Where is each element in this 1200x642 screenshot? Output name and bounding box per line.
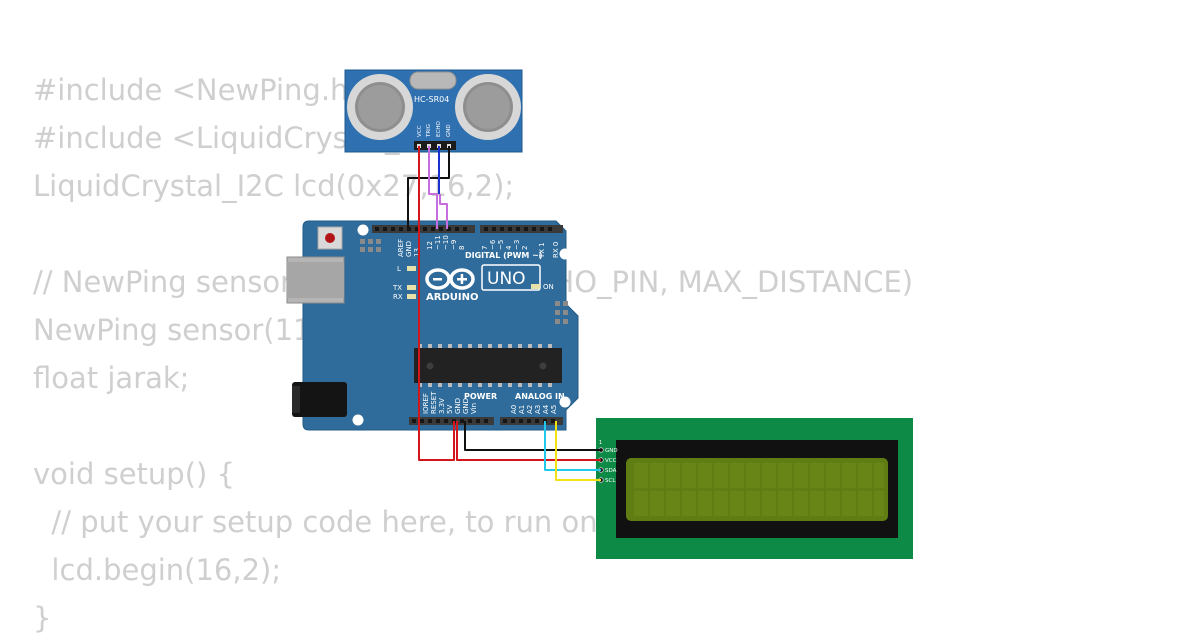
- rx-led: [407, 294, 416, 299]
- code-line: #include <NewPing.h>: [33, 73, 373, 107]
- pin-label-10: ~10: [442, 235, 450, 250]
- lcd-character-cells: [634, 463, 884, 516]
- pin-label-a4: A4: [542, 404, 550, 414]
- code-line: void setup() {: [33, 457, 235, 491]
- mounting-hole: [559, 396, 571, 408]
- mounting-hole: [357, 224, 369, 236]
- wire-lcd-scl[interactable]: [555, 421, 601, 481]
- pin-label-a2: A2: [526, 405, 534, 414]
- transducer-left: [347, 74, 413, 140]
- code-line: }: [33, 601, 52, 635]
- pin-label-ioref: IOREF: [422, 393, 430, 414]
- pin-label-4: 4: [505, 245, 513, 250]
- rx-led-label: RX: [393, 293, 403, 301]
- sensor-pin-gnd: GND: [446, 124, 452, 137]
- pin-label-5: ~5: [497, 240, 505, 250]
- l-led-label: L: [397, 265, 401, 273]
- mounting-hole: [559, 248, 571, 260]
- arduino-board[interactable]: AREF GND 13 12 ~11 ~10 ~9 8 7 ~6 ~5 4 ~3…: [286, 220, 579, 431]
- code-line: float jarak;: [33, 361, 190, 395]
- wire-sensor-echo-ext[interactable]: [439, 194, 448, 229]
- tx-led-label: TX: [392, 284, 402, 292]
- pin-label-a5: A5: [550, 405, 558, 414]
- crystal-oscillator: [409, 71, 457, 90]
- pin-label-5v: 5V: [446, 405, 454, 414]
- digital-header: [372, 225, 563, 233]
- pin-label-a3: A3: [534, 405, 542, 414]
- lcd-display[interactable]: 1 GND VCC SDA SCL: [596, 418, 913, 559]
- arduino-model: UNO: [487, 269, 526, 289]
- sensor-pin-trig: TRIG: [426, 124, 432, 138]
- pin-label-12: 12: [426, 241, 434, 250]
- pin-label-a0: A0: [510, 405, 518, 414]
- l-led: [407, 266, 416, 271]
- lcd-pin-vcc: VCC: [605, 458, 617, 464]
- ultrasonic-sensor[interactable]: HC-SR04 VCC TRIG ECHO GND: [344, 69, 523, 153]
- lcd-pin-sda: SDA: [605, 468, 617, 474]
- power-jack: [292, 382, 347, 417]
- sensor-model: HC-SR04: [414, 95, 449, 104]
- pin-label-gnd-2: GND: [462, 398, 470, 414]
- power-header: [409, 417, 494, 425]
- pin-label-aref: AREF: [397, 239, 405, 257]
- pin-label-6: ~6: [489, 239, 497, 250]
- pin-label-11: ~11: [434, 235, 442, 250]
- power-label: POWER: [464, 392, 497, 401]
- pin-label-rx: RX 0: [552, 242, 560, 258]
- reset-button-cap: [325, 233, 335, 243]
- sensor-pin-echo: ECHO: [436, 121, 442, 137]
- microcontroller-chip: [414, 344, 562, 387]
- pin-label-7: 7: [481, 246, 489, 250]
- pin-label-vin: Vin: [470, 403, 478, 414]
- analog-label: ANALOG IN: [515, 392, 565, 401]
- transducer-right: [455, 74, 521, 140]
- code-line: LiquidCrystal_I2C lcd(0x27,16,2);: [33, 169, 515, 203]
- arduino-brand: ARDUINO: [426, 292, 478, 303]
- icsp-header-right: [555, 301, 568, 324]
- pin-label-13: 13: [413, 248, 421, 257]
- pin-label-tx: TX 1: [538, 242, 546, 259]
- wire-sensor-trig[interactable]: [428, 146, 438, 229]
- sensor-pin-vcc: VCC: [417, 125, 423, 137]
- icsp-header: [360, 239, 381, 252]
- pin-label-3v3: 3.3V: [438, 398, 446, 414]
- pin-label-2: 2: [521, 246, 529, 250]
- pin-label-8: 8: [458, 246, 466, 250]
- analog-header: [500, 417, 563, 425]
- wire-lcd-sda[interactable]: [544, 421, 601, 471]
- on-label: ON: [543, 283, 554, 291]
- pin-label-reset: RESET: [430, 391, 438, 414]
- lcd-pin-gnd: GND: [605, 448, 618, 454]
- lcd-pin1-marker: 1: [599, 440, 602, 446]
- pin-label-a1: A1: [518, 405, 526, 414]
- arduino-logo-icon: [425, 268, 475, 290]
- lcd-pin-scl: SCL: [605, 478, 616, 484]
- pin-label-3: ~3: [513, 240, 521, 250]
- on-led: [531, 284, 540, 289]
- digital-label: DIGITAL (PWM ~): [465, 251, 543, 260]
- wire-lcd-vcc[interactable]: [456, 421, 601, 461]
- code-line: lcd.begin(16,2);: [33, 553, 282, 587]
- wires: [407, 146, 601, 481]
- pin-label-9: ~9: [450, 240, 458, 250]
- tx-led: [407, 285, 416, 290]
- wire-sensor-vcc[interactable]: [418, 146, 455, 461]
- mounting-hole: [352, 414, 364, 426]
- pin-label-gnd-1: GND: [454, 398, 462, 414]
- pin-label-gnd: GND: [405, 241, 413, 257]
